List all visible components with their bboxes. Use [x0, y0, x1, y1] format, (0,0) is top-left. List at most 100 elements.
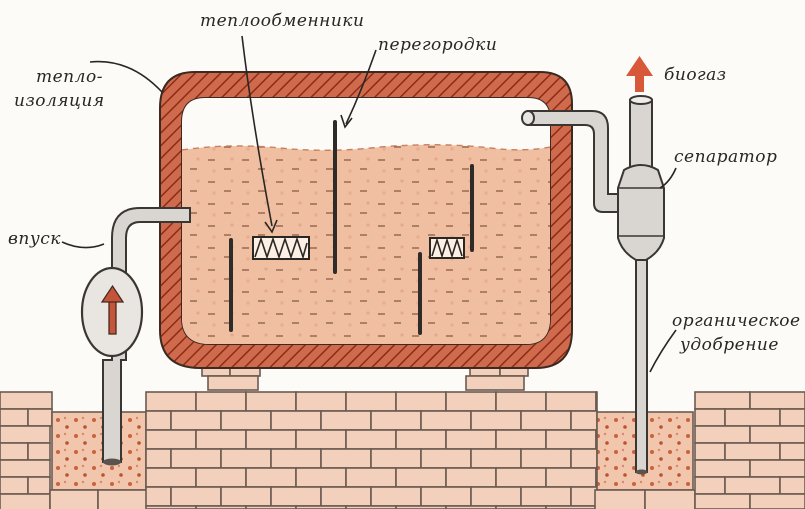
fertilizer-pipe-end — [635, 469, 648, 475]
brick — [545, 391, 597, 412]
brick — [470, 486, 522, 507]
brick — [170, 410, 222, 431]
leader-fertilizer — [649, 329, 677, 373]
brick — [445, 429, 497, 450]
brick — [195, 467, 247, 488]
brick — [370, 486, 422, 507]
brick — [320, 410, 372, 431]
brick — [445, 391, 497, 412]
inlet-pipe-end — [103, 458, 121, 466]
label-biogas: биогаз — [664, 65, 727, 85]
brick — [245, 391, 297, 412]
brick — [295, 429, 347, 450]
leader-lines — [61, 35, 677, 373]
brick — [145, 391, 197, 412]
heat-exchanger-right — [429, 237, 465, 259]
brick — [195, 391, 247, 412]
brick — [520, 486, 572, 507]
brick — [495, 391, 547, 412]
brick — [420, 448, 472, 469]
brick — [220, 448, 272, 469]
brick — [345, 429, 397, 450]
outlet-assembly — [521, 56, 665, 475]
label-insulation-2: изоляция — [14, 91, 105, 111]
brick — [445, 467, 497, 488]
brick — [320, 486, 372, 507]
label-insulation-1: тепло- — [36, 67, 103, 87]
label-separator: сепаратор — [674, 147, 777, 167]
leader-partitions — [345, 49, 377, 125]
label-fertilizer-1: органическое — [672, 311, 801, 331]
label-fertilizer-2: удобрение — [679, 335, 779, 355]
brick — [395, 391, 447, 412]
biogas-pipe-top — [629, 95, 653, 105]
inlet-assembly — [80, 207, 191, 466]
brick — [545, 467, 597, 488]
heat-exchanger-left — [252, 236, 310, 260]
brick — [370, 410, 422, 431]
brick — [270, 410, 322, 431]
brick — [420, 410, 472, 431]
brick — [245, 467, 297, 488]
brick — [495, 467, 547, 488]
brick-pit-floor-left — [49, 489, 149, 509]
slurry-surface — [182, 144, 550, 151]
slurry-fill — [182, 144, 550, 344]
brick — [270, 486, 322, 507]
brick-wall-center — [145, 391, 598, 509]
brick — [470, 410, 522, 431]
brick — [595, 391, 598, 412]
labels: теплообменники перегородки биогаз тепло-… — [8, 11, 801, 355]
arrow-up-icon — [100, 284, 125, 335]
brick-pit-floor-right — [594, 489, 696, 509]
digester-tank — [159, 71, 573, 369]
brick — [370, 448, 422, 469]
brick — [320, 448, 372, 469]
brick — [395, 467, 447, 488]
partitions-group — [229, 120, 474, 335]
fertilizer-outlet-pipe — [635, 249, 648, 473]
brick — [295, 391, 347, 412]
inlet-pit — [51, 411, 147, 491]
brick — [270, 448, 322, 469]
brick — [395, 429, 447, 450]
brick — [495, 429, 547, 450]
label-inlet: впуск — [8, 229, 61, 249]
leader-insulation — [89, 60, 163, 93]
biogas-arrow-icon — [626, 56, 653, 92]
brick — [570, 410, 598, 431]
brick — [570, 448, 598, 469]
brick — [170, 448, 222, 469]
brick — [470, 448, 522, 469]
separator-body — [617, 164, 665, 261]
brick — [545, 429, 597, 450]
gas-outlet-pipe — [527, 110, 623, 213]
brick — [520, 410, 572, 431]
brick — [245, 429, 297, 450]
gas-outlet-pipe-mouth — [521, 110, 535, 126]
brick — [170, 486, 222, 507]
biogas-pipe — [629, 99, 653, 173]
leader-separator — [659, 167, 677, 189]
label-heat-exchangers: теплообменники — [200, 11, 364, 31]
brick — [220, 486, 272, 507]
brick — [345, 467, 397, 488]
label-partitions: перегородки — [378, 35, 497, 55]
brick — [195, 429, 247, 450]
brick — [345, 391, 397, 412]
brick — [520, 448, 572, 469]
brick — [220, 410, 272, 431]
brick — [145, 448, 172, 469]
leader-inlet — [61, 241, 105, 249]
brick — [145, 486, 172, 507]
brick — [145, 429, 197, 450]
brick-wall-right — [694, 391, 805, 509]
brick — [295, 467, 347, 488]
brick — [145, 467, 197, 488]
brick — [570, 486, 598, 507]
brick — [145, 410, 172, 431]
brick — [420, 486, 472, 507]
leader-heat-exchangers — [241, 35, 273, 227]
